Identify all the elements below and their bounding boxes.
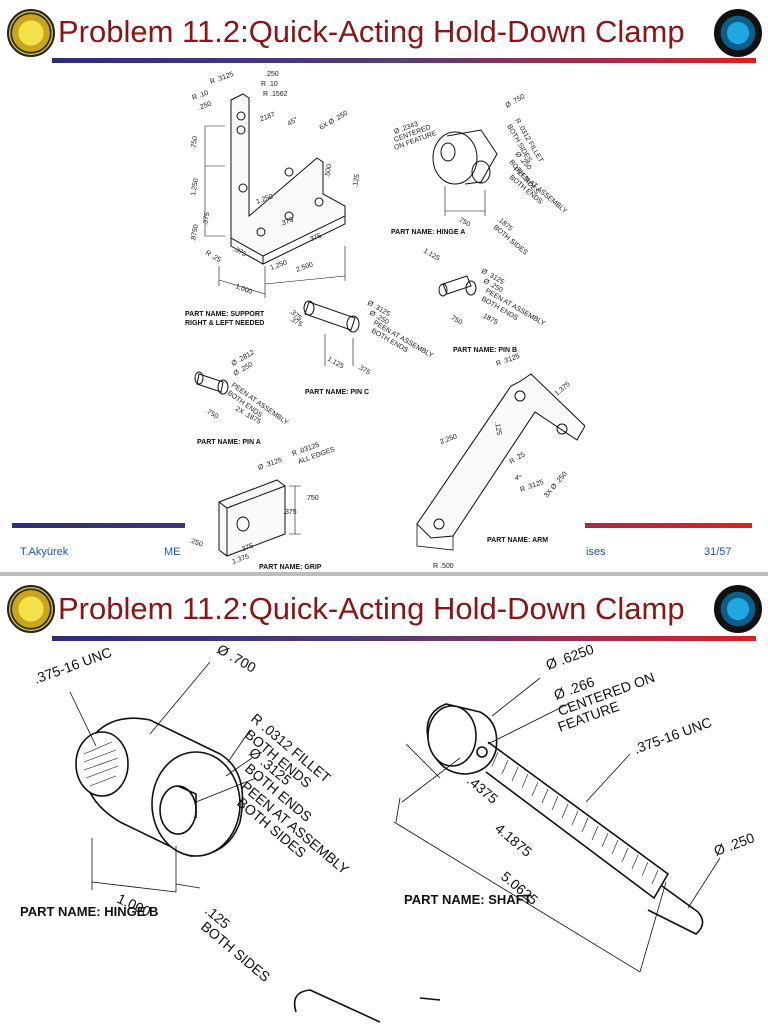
pin-a-part — [194, 371, 229, 395]
shaft-dim-250: Ø .250 — [712, 829, 757, 858]
hinge-a-peen: PEEN AT ASSEMBLY — [512, 166, 569, 215]
support-dim-2500: 2.500 — [295, 261, 314, 274]
hinge-b-peen: PEEN AT ASSEMBLY — [238, 778, 353, 878]
pin-c-part — [303, 300, 360, 366]
pin-c-part-name: PART NAME: PIN C — [305, 389, 369, 396]
support-dim-1250v: 1.250 — [190, 178, 200, 197]
pin-b-part — [438, 275, 477, 297]
support-dim-45deg: 45° — [286, 115, 299, 127]
university-logo — [7, 585, 55, 633]
hinge-a-part — [432, 129, 498, 216]
university-logo — [7, 9, 55, 57]
hinge-a-part-name: PART NAME: HINGE A — [391, 229, 465, 236]
shaft-dim-thread: .375-16 UNC — [632, 714, 714, 757]
grip-part-name: PART NAME: GRIP — [259, 564, 322, 571]
grip-dim-750: .750 — [305, 495, 319, 502]
pin-b-dim-750: .750 — [448, 314, 463, 327]
support-dim-375a: .375 — [279, 217, 294, 228]
arm-dim-2250: 2.250 — [439, 433, 458, 446]
title-underline — [52, 58, 756, 63]
slide-1: Problem 11.2:Quick-Acting Hold-Down Clam… — [7, 9, 762, 572]
grip-dim-250: .250 — [188, 537, 203, 548]
support-dim-375b: .375 — [307, 233, 322, 244]
shaft-dim-6250: Ø .6250 — [544, 642, 596, 673]
title-underline — [52, 636, 756, 641]
support-part-note: RIGHT & LEFT NEEDED — [185, 320, 264, 327]
arm-dim-holes: 3X Ø .250 — [543, 471, 569, 500]
arm-part — [416, 373, 586, 551]
parts-drawing-2: .375-16 UNC Ø .700 R .0312 FILLET BOTH E… — [20, 642, 757, 1023]
pin-b-part-name: PART NAME: PIN B — [453, 347, 517, 354]
department-logo — [714, 585, 762, 633]
slide-2: Problem 11.2:Quick-Acting Hold-Down Clam… — [0, 572, 768, 1028]
shaft-dim-41875: 4.1875 — [492, 820, 535, 860]
grip-dim-3125: Ø .3125 — [257, 457, 283, 472]
support-dim-500: .500 — [324, 164, 333, 179]
arm-dim-4deg: 4° — [515, 474, 522, 482]
drawing-panel: R .3125 .250 R .10 R .10 R .1562 .250 .2… — [185, 66, 586, 572]
support-dim-125: .125 — [352, 174, 361, 189]
support-dim-250a: .250 — [265, 71, 279, 78]
grip-dim-375b: .375 — [239, 543, 254, 554]
support-dim-1250b: 1.250 — [269, 259, 288, 272]
arm-dim-r500: R .500 — [433, 563, 454, 570]
hinge-b-dim-thread: .375-16 UNC — [32, 644, 114, 687]
grip-dim-1375: 1.375 — [231, 553, 250, 566]
support-dim-750: .750 — [190, 136, 199, 151]
hinge-b-part — [75, 717, 244, 857]
slide-title: Problem 11.2:Quick-Acting Hold-Down Clam… — [58, 14, 685, 49]
parts-drawing: R .3125 .250 R .10 R .10 R .1562 .250 .2… — [185, 71, 586, 571]
arm-dim-125: .125 — [493, 421, 502, 436]
support-dim-375c: .375 — [202, 212, 211, 227]
slide-title: Problem 11.2:Quick-Acting Hold-Down Clam… — [58, 591, 685, 626]
arm-dim-r25: R .25 — [509, 451, 527, 465]
arm-part-name: PART NAME: ARM — [487, 537, 548, 544]
grip-dim-375: .375 — [283, 509, 297, 516]
support-dim-250b: .250 — [197, 101, 212, 112]
pin-a-dim-750: .750 — [204, 408, 219, 421]
pin-b-dim-1875: .1875 — [480, 312, 499, 327]
support-dim-r3125: R .3125 — [209, 71, 235, 86]
support-dim-r10b: R .10 — [191, 90, 209, 102]
pin-b-dim-1125: 1.125 — [422, 248, 441, 263]
hinge-b-dim-700: Ø .700 — [215, 642, 260, 676]
support-dim-2187: .2187 — [257, 111, 276, 124]
support-dim-8750: .8750 — [190, 224, 200, 243]
pin-c-dim-375b: .375 — [356, 364, 371, 377]
department-logo — [714, 9, 762, 57]
shaft-dim-4375: .4375 — [464, 772, 501, 807]
support-part-name: PART NAME: SUPPORT — [185, 311, 265, 318]
hinge-a-dim-750: Ø .750 — [505, 93, 527, 110]
footer-course: ME — [164, 546, 181, 558]
grip-part — [218, 479, 301, 557]
arm-dim-r3125b: R .3125 — [519, 479, 545, 494]
pin-a-part-name: PART NAME: PIN A — [197, 439, 261, 446]
footer-author: T.Akyürek — [20, 546, 69, 558]
support-part — [204, 93, 346, 298]
hinge-a-dim-750b: .750 — [456, 216, 471, 229]
support-dim-1000: 1.000 — [234, 283, 253, 296]
pin-c-dim-1125: 1.125 — [326, 356, 345, 371]
hinge-b-part-name: PART NAME: HINGE B — [20, 904, 158, 919]
arm-dim-r3125: R .3125 — [495, 353, 521, 368]
support-dim-r10a: R .10 — [261, 81, 278, 88]
arm-dim-1375: 1.375 — [554, 381, 572, 398]
support-dim-holes: 6X Ø .250 — [319, 110, 350, 132]
hinge-b-dim-125-sides: BOTH SIDES — [198, 918, 273, 985]
footer-topic: ises — [586, 546, 606, 558]
footer-page-number: 31/57 — [704, 546, 732, 558]
support-dim-r25: R .25 — [204, 250, 222, 264]
shaft-part-name: PART NAME: SHAFT — [404, 892, 532, 907]
partial-part — [293, 989, 441, 1023]
support-dim-375d: .375 — [232, 246, 247, 259]
support-dim-r1562: R .1562 — [263, 91, 288, 98]
shaft-part — [426, 703, 704, 935]
